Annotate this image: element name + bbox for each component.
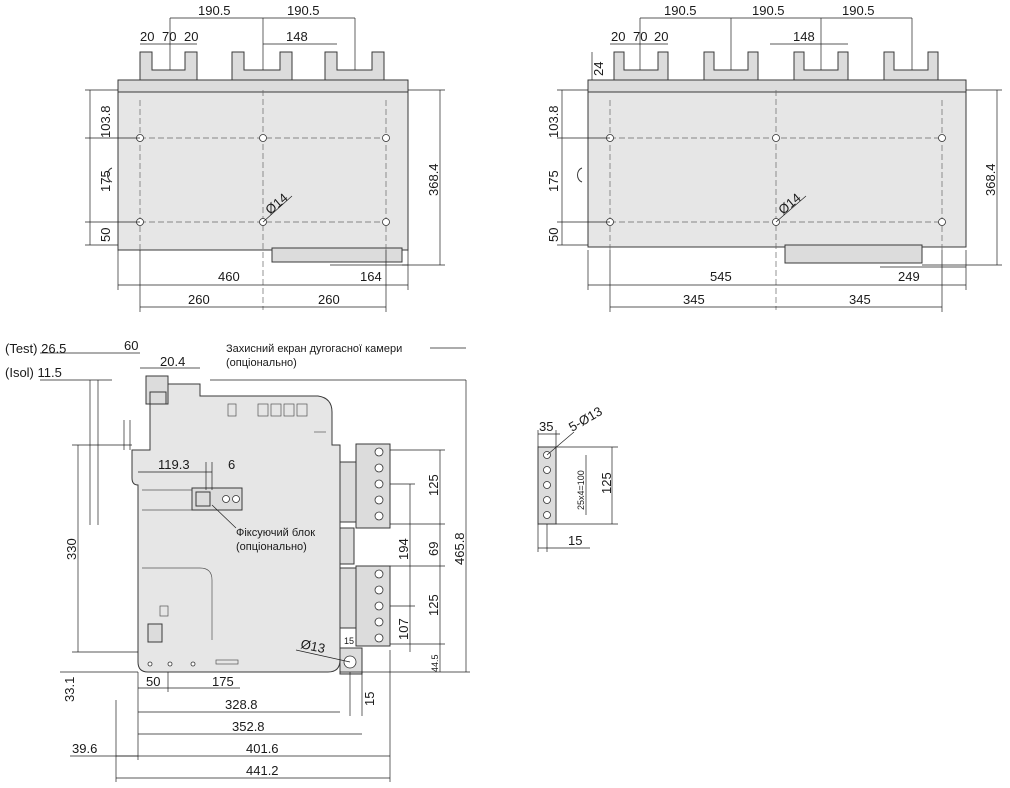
label-isol: (Isol) 11.5 — [5, 365, 62, 380]
lock-note-line1: Фіксуючий блок — [236, 527, 315, 539]
dim-terminal-gap: 148 — [286, 29, 308, 44]
terminal-pad-3 — [793, 51, 849, 81]
dim-terminal-height: 24 — [591, 62, 606, 76]
dim-terminal-w3: 20 — [184, 29, 198, 44]
lower-protrusion — [271, 247, 403, 263]
dim-175: 175 — [212, 674, 234, 689]
side-hole-dia: Ø13 — [299, 636, 326, 656]
dim-terminal-gap: 148 — [793, 29, 815, 44]
dim-terminal-w2: 70 — [162, 29, 176, 44]
terminal-pad-right — [324, 51, 385, 81]
dim-hole-pitch-left: 345 — [683, 292, 705, 307]
lock-tab — [195, 491, 211, 507]
dim-height-mid: 175 — [546, 170, 561, 192]
dim-hole-pitch-right: 260 — [318, 292, 340, 307]
dim-352-8: 352.8 — [232, 719, 265, 734]
dim-height-bottom: 50 — [546, 228, 561, 242]
busbar-holes-label: 5-Ø13 — [566, 404, 605, 435]
terminal-upper — [355, 443, 391, 529]
dim-pitch-3: 190.5 — [842, 3, 875, 18]
slot — [257, 403, 269, 417]
terminal-pad-center — [231, 51, 293, 81]
dim-465-8: 465.8 — [452, 532, 467, 565]
mount-hole — [772, 134, 780, 142]
busbar-dim-125: 125 — [599, 472, 614, 494]
dim-pitch-2: 190.5 — [287, 3, 320, 18]
terminal-upper-base — [339, 461, 357, 523]
dim-33-1: 33.1 — [62, 677, 77, 702]
dim-height-total: 368.4 — [983, 163, 998, 196]
dim-125-top: 125 — [426, 474, 441, 496]
top-mechanism-detail — [149, 391, 167, 405]
dim-hole-pitch-left: 260 — [188, 292, 210, 307]
busbar-dim-35: 35 — [539, 419, 553, 434]
dim-height-bottom: 50 — [98, 228, 113, 242]
dim-width-total: 460 — [218, 269, 240, 284]
top-left-view: 190.5 190.5 20 70 20 148 103.8 175 50 36… — [85, 3, 445, 312]
slot — [227, 403, 237, 417]
dim-width-total: 545 — [710, 269, 732, 284]
dim-119-3: 119.3 — [158, 457, 190, 472]
dim-69: 69 — [426, 542, 441, 556]
slot — [296, 403, 308, 417]
dim-terminal-w1: 20 — [611, 29, 625, 44]
dim-terminal-w3: 20 — [654, 29, 668, 44]
dim-50: 50 — [146, 674, 160, 689]
terminal-pad-4 — [883, 51, 939, 81]
dim-height-total: 368.4 — [426, 163, 441, 196]
terminal-pad-left — [139, 51, 198, 81]
lower-protrusion — [784, 244, 923, 264]
dim-6: 6 — [228, 457, 235, 472]
dim-39-6: 39.6 — [72, 741, 97, 756]
dim-height-top: 103.8 — [98, 105, 113, 138]
dim-125-bottom: 125 — [426, 594, 441, 616]
dim-401-6: 401.6 — [246, 741, 279, 756]
dim-terminal-w1: 20 — [140, 29, 154, 44]
dim-width-right: 164 — [360, 269, 382, 284]
terminal-lower — [355, 565, 391, 647]
slot — [283, 403, 295, 417]
dim-194: 194 — [396, 538, 411, 560]
busbar-detail: 35 5-Ø13 25x4=100 125 15 — [537, 404, 618, 552]
dim-441-2: 441.2 — [246, 763, 279, 778]
side-view: (Test) 26.5 (Isol) 11.5 60 20.4 Захисний… — [5, 338, 470, 782]
dim-328-8: 328.8 — [225, 697, 258, 712]
mount-hole — [259, 134, 267, 142]
top-right-view: 190.5 190.5 190.5 20 70 20 148 24 103.8 … — [546, 3, 1002, 312]
dim-20-4: 20.4 — [160, 354, 185, 369]
lock-note-line2: (опціонально) — [236, 541, 307, 553]
arc-shield-note-line2: (опціонально) — [226, 357, 297, 369]
mount-hole — [382, 218, 390, 226]
busbar-dim-15: 15 — [568, 533, 582, 548]
dim-pitch-2: 190.5 — [752, 3, 785, 18]
slot — [270, 403, 282, 417]
dim-height-mid: 175 — [98, 170, 113, 192]
dim-15-small: 15 — [344, 636, 354, 646]
busbar-pitch-label: 25x4=100 — [576, 470, 586, 510]
dim-44-5: 44.5 — [430, 654, 440, 672]
dim-pitch-1: 190.5 — [664, 3, 697, 18]
mount-hole — [938, 134, 946, 142]
dim-hole-pitch-right: 345 — [849, 292, 871, 307]
dim-15-vertical: 15 — [362, 692, 377, 706]
arc-shield-note-line1: Захисний екран дугогасної камери — [226, 343, 402, 355]
terminal-pad-2 — [703, 51, 759, 81]
dim-330: 330 — [64, 538, 79, 560]
terminal-pad-1 — [613, 51, 669, 81]
terminal-strip — [587, 79, 967, 93]
mount-hole — [382, 134, 390, 142]
dim-terminal-w2: 70 — [633, 29, 647, 44]
mount-hole — [938, 218, 946, 226]
dim-107: 107 — [396, 618, 411, 640]
terminal-mid — [339, 527, 355, 565]
terminal-lower-base — [339, 567, 357, 629]
dim-pitch-1: 190.5 — [198, 3, 231, 18]
dim-60: 60 — [124, 338, 138, 353]
dim-height-top: 103.8 — [546, 105, 561, 138]
dim-width-right: 249 — [898, 269, 920, 284]
label-test: (Test) 26.5 — [5, 341, 66, 356]
